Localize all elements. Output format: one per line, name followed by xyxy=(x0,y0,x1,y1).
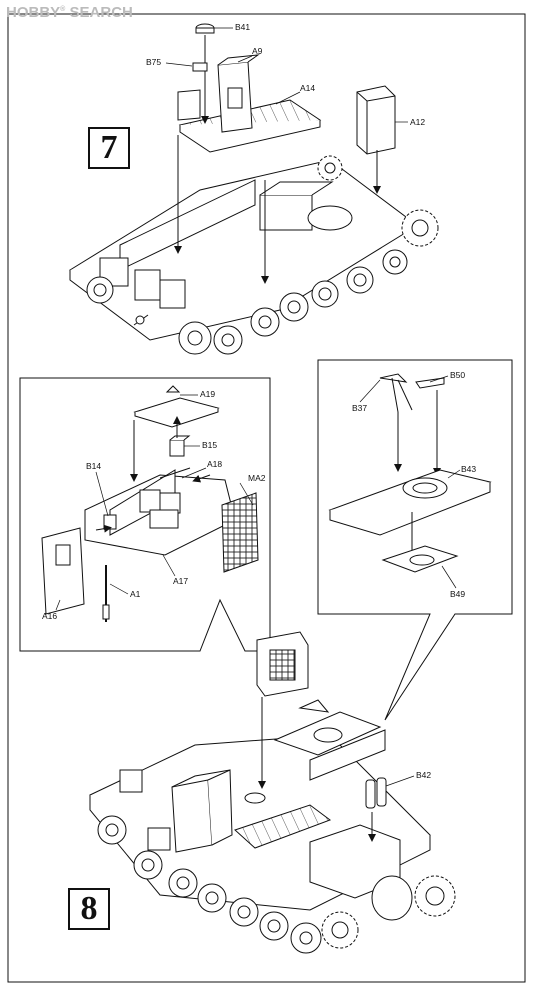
step-number-7: 7 xyxy=(88,127,130,169)
step8-road-wheels xyxy=(97,815,456,954)
label-b37: B37 xyxy=(352,403,368,413)
watermark-suffix: SEARCH xyxy=(69,4,133,21)
inset-left-parts xyxy=(41,385,259,622)
label-a19: A19 xyxy=(200,389,216,399)
label-b43: B43 xyxy=(461,464,477,474)
step-number-8: 8 xyxy=(68,888,110,930)
label-b42: B42 xyxy=(416,770,432,780)
label-b41: B41 xyxy=(235,22,251,32)
label-ma2: MA2 xyxy=(248,473,266,483)
step7-road-wheels xyxy=(86,155,439,355)
watermark: HOBBY® SEARCH xyxy=(6,4,133,21)
label-a18: A18 xyxy=(207,459,223,469)
label-b15: B15 xyxy=(202,440,218,450)
label-b75: B75 xyxy=(146,57,162,67)
label-a1: A1 xyxy=(130,589,141,599)
label-b14: B14 xyxy=(86,461,102,471)
leader-lines xyxy=(55,27,461,787)
label-a12: A12 xyxy=(410,117,426,127)
inset-right-frame xyxy=(317,359,513,721)
label-a9: A9 xyxy=(252,46,263,56)
label-b50: B50 xyxy=(450,370,466,380)
label-b49: B49 xyxy=(450,589,466,599)
watermark-brand: HOBBY xyxy=(6,4,61,21)
registered-icon: ® xyxy=(60,6,66,13)
label-a16: A16 xyxy=(42,611,58,621)
label-a14: A14 xyxy=(300,83,316,93)
step7-assembly xyxy=(69,23,411,341)
label-a17: A17 xyxy=(173,576,189,586)
inset-right-parts xyxy=(328,373,492,573)
